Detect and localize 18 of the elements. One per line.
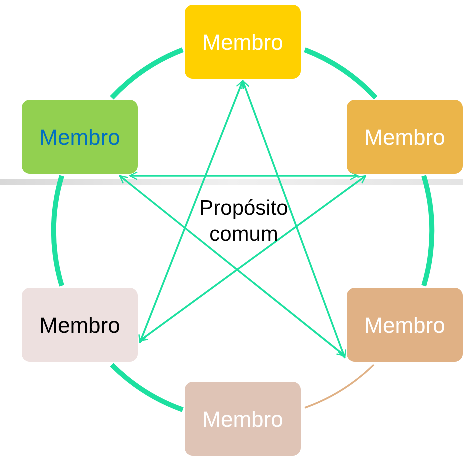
member-box: Membro (185, 382, 301, 456)
member-box: Membro (347, 100, 463, 174)
arc-connector (422, 175, 434, 287)
member-box: Membro (185, 5, 301, 79)
arc-connector (110, 48, 184, 100)
arc-connector (304, 364, 375, 409)
double-arrow (129, 172, 359, 180)
double-arrow (119, 175, 346, 357)
member-box: Membro (22, 288, 138, 362)
double-arrow (241, 80, 347, 359)
center-label: Propósito comum (198, 196, 290, 248)
arc-connector (110, 363, 184, 412)
arc-connector (52, 175, 64, 287)
arc-connector (304, 48, 378, 100)
member-box: Membro (347, 288, 463, 362)
double-arrow (138, 80, 244, 344)
double-arrow (139, 175, 367, 342)
member-box: Membro (22, 100, 138, 174)
